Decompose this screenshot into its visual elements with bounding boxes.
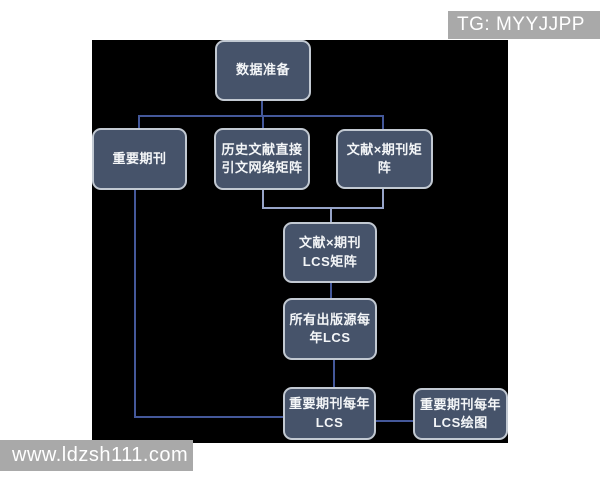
node-key-journals-yearly-lcs: 重要期刊每年 LCS [283,387,376,440]
node-all-sources-yearly-lcs: 所有出版源每 年LCS [283,298,377,360]
watermark-top-right: TG: MYYJJPP [448,11,600,39]
node-important-journals: 重要期刊 [92,128,187,190]
connector-branch-to-journals [138,115,140,128]
connector-journals-to-yearlylcs [134,416,283,418]
connector-branch-horizontal [138,115,384,117]
connector-dataprep-stem [261,100,263,116]
node-doc-journal-lcs-matrix: 文献×期刊 LCS矩阵 [283,222,377,283]
connector-yearlylcs-to-plot [376,420,413,422]
node-data-preparation: 数据准备 [215,40,311,101]
node-historical-citation-matrix: 历史文献直接 引文网络矩阵 [214,128,310,190]
connector-branch-to-histmatrix [262,115,264,128]
connector-lcsmatrix-to-allsources [330,283,332,298]
connector-journals-long-vertical [134,190,136,418]
node-key-journals-yearly-lcs-plot: 重要期刊每年 LCS绘图 [413,388,508,440]
watermark-bottom-left: www.ldzsh111.com [0,440,193,471]
connector-allsources-to-yearlylcs [333,360,335,387]
node-doc-journal-matrix: 文献×期刊矩 阵 [336,129,433,189]
connector-docmatrix-down [382,189,384,209]
connector-branch-to-docmatrix [382,115,384,129]
connector-merge-horizontal [262,207,384,209]
connector-histmatrix-down [262,190,264,209]
connector-merge-to-lcsmatrix [330,209,332,222]
